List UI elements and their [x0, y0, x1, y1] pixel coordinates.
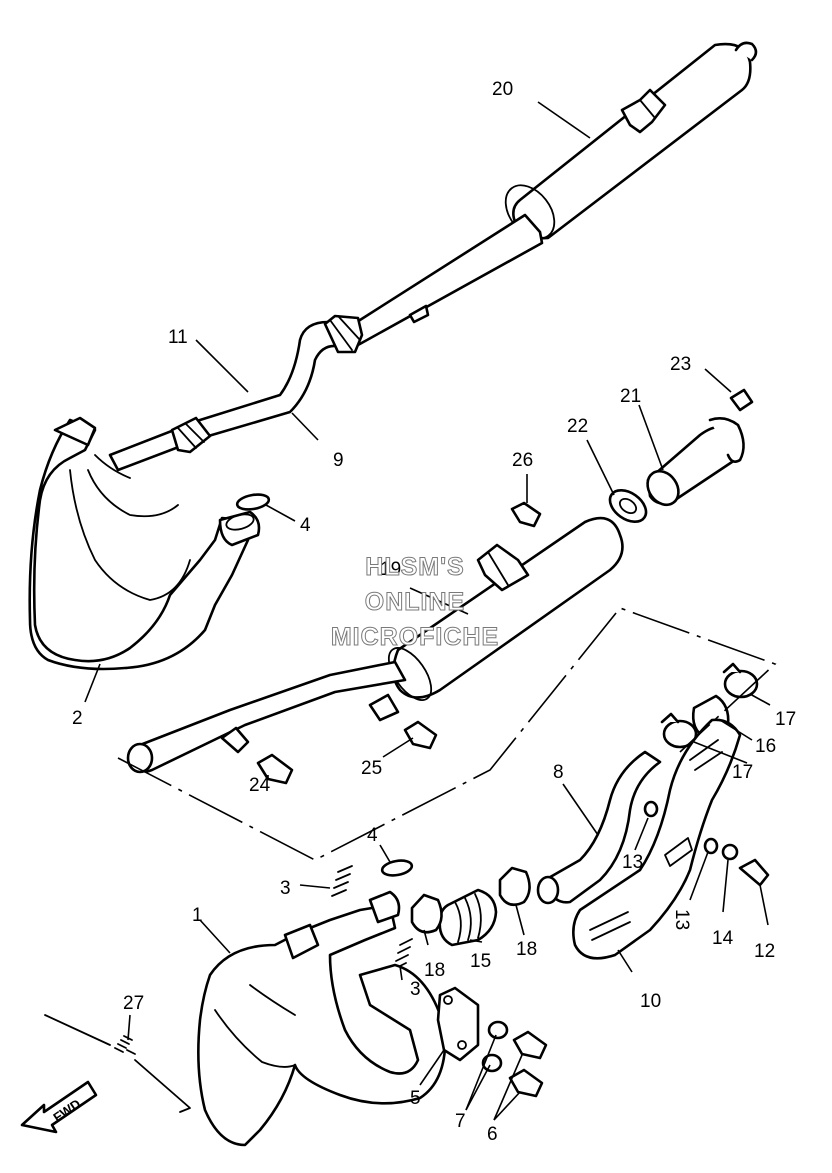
- bolt-6-upper: [512, 1030, 548, 1060]
- bracket-5: [436, 986, 480, 1062]
- label-p26: 26: [512, 450, 533, 471]
- nut-14: [721, 843, 739, 861]
- label-p17b: 17: [732, 762, 753, 783]
- leader-lines: [84, 101, 771, 1121]
- gasket-22: [608, 489, 648, 523]
- label-p6: 6: [487, 1124, 498, 1145]
- part-number-labels: 11 9 20 4 2 19 26 22 21 23 17 16 17 25 2…: [72, 79, 796, 1145]
- muffler-pipe-11: [108, 213, 544, 472]
- label-p27: 27: [123, 993, 144, 1014]
- label-p20: 20: [492, 79, 513, 100]
- label-p15: 15: [470, 951, 491, 972]
- label-p2: 2: [72, 708, 83, 729]
- label-p21: 21: [620, 386, 641, 407]
- label-p9: 9: [333, 450, 344, 471]
- label-p14: 14: [712, 928, 734, 949]
- label-p18b: 18: [516, 939, 537, 960]
- expansion-chamber-1: [197, 890, 447, 1147]
- o-ring-4-lower: [380, 859, 414, 877]
- label-p12: 12: [754, 941, 775, 962]
- label-p23: 23: [670, 354, 691, 375]
- assembly-outline: [117, 607, 777, 861]
- label-p4a: 4: [300, 515, 311, 536]
- washer-7-lower: [481, 1053, 503, 1073]
- watermark: HLSM'S ONLINE MICROFICHE: [330, 553, 499, 652]
- spring-3-upper: [331, 865, 353, 897]
- o-ring-4-upper: [235, 493, 271, 511]
- muffler-joint-15: [438, 888, 498, 947]
- label-p4b: 4: [367, 825, 378, 846]
- label-p22: 22: [567, 416, 588, 437]
- clamp-9: [170, 416, 212, 454]
- label-p11: 11: [168, 327, 188, 348]
- label-p3b: 3: [410, 979, 421, 1000]
- label-p7: 7: [455, 1111, 466, 1132]
- fwd-arrow-icon: FWD: [20, 1080, 98, 1134]
- spring-27: [44, 1014, 191, 1113]
- washer-13-lower: [703, 837, 719, 855]
- label-p10: 10: [640, 991, 661, 1012]
- label-p3a: 3: [280, 878, 291, 899]
- clamp-18-right: [498, 866, 531, 907]
- label-p13b: 13: [671, 909, 692, 930]
- label-p18a: 18: [424, 960, 445, 981]
- bolt-25: [403, 720, 438, 750]
- watermark-line-1: HLSM'S: [365, 553, 464, 581]
- muffler-19: [126, 516, 624, 774]
- watermark-line-3: MICROFICHE: [331, 623, 499, 651]
- label-p13a: 13: [622, 852, 643, 873]
- clamp-17-lower: [660, 712, 698, 749]
- label-p1: 1: [192, 905, 203, 926]
- label-p25: 25: [361, 758, 382, 779]
- label-p24: 24: [249, 775, 271, 796]
- washer-13-upper: [643, 800, 659, 818]
- washer-7-upper: [487, 1020, 509, 1040]
- bolt-26: [510, 501, 542, 528]
- bolt-23: [729, 388, 754, 412]
- label-p8: 8: [553, 762, 564, 783]
- clamp-18-left: [410, 893, 443, 934]
- label-p17a: 17: [775, 709, 796, 730]
- muffler-20: [504, 41, 758, 240]
- watermark-line-2: ONLINE: [365, 588, 465, 616]
- screw-12: [738, 858, 770, 887]
- bolt-6-lower: [508, 1068, 544, 1098]
- tail-pipe-21: [646, 417, 745, 507]
- bolt-24: [256, 753, 294, 785]
- label-p5: 5: [410, 1088, 421, 1109]
- expansion-chamber-2: [28, 416, 261, 671]
- silencer-pipe-8: [536, 750, 662, 905]
- spring-3-lower: [393, 938, 413, 970]
- clamp-17-upper: [722, 662, 759, 699]
- label-p16: 16: [755, 736, 776, 757]
- label-p19: 19: [380, 559, 401, 580]
- heat-protector-10: [572, 718, 742, 960]
